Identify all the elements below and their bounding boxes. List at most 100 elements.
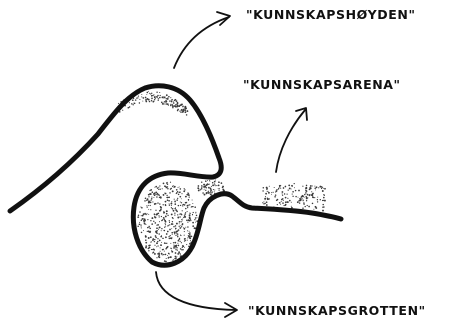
stipple-dot <box>167 215 168 216</box>
stipple-dot <box>176 223 178 225</box>
stipple-dot <box>148 230 150 232</box>
stipple-dot <box>156 203 157 204</box>
stipple-dot <box>156 227 158 229</box>
stipple-dot <box>158 252 160 254</box>
stipple-dot <box>317 199 318 200</box>
stipple-dot <box>141 232 143 234</box>
stipple-dot <box>184 188 185 189</box>
stipple-dot <box>308 206 310 208</box>
stipple-dot <box>150 220 151 221</box>
stipple-dot <box>187 230 188 231</box>
stipple-dot <box>322 210 324 212</box>
stipple-dot <box>289 200 291 202</box>
stipple-dot <box>172 234 173 235</box>
stipple-dot <box>141 226 142 227</box>
stipple-dot <box>192 200 193 201</box>
stipple-dot <box>172 190 174 192</box>
stipple-dot <box>158 229 159 230</box>
stipple-dot <box>174 203 176 205</box>
stipple-dot <box>159 188 160 189</box>
stipple-dot <box>195 217 197 219</box>
stipple-dot <box>172 106 173 107</box>
stipple-dot <box>135 99 136 100</box>
stipple-dot <box>148 237 150 239</box>
stipple-dot <box>177 198 178 199</box>
stipple-dot <box>314 188 316 190</box>
stipple-dot <box>306 190 308 192</box>
stipple-dot <box>148 248 149 249</box>
stipple-dot <box>320 199 321 200</box>
stipple-dot <box>292 191 294 193</box>
stipple-dot <box>204 194 206 196</box>
stipple-dot <box>146 98 148 100</box>
stipple-dot <box>166 101 168 103</box>
stipple-dot <box>164 96 166 98</box>
stipple-dot <box>180 188 182 190</box>
stipple-dot <box>170 256 172 258</box>
stipple-dot <box>197 187 199 189</box>
stipple-dot <box>159 197 160 198</box>
stipple-dot <box>175 207 176 208</box>
stipple-dot <box>266 204 268 206</box>
stipple-dot <box>167 183 168 184</box>
stipple-dot <box>184 231 185 232</box>
stipple-dot <box>186 219 188 221</box>
stipple-dot <box>175 249 176 250</box>
stipple-dot <box>176 256 177 257</box>
stipple-dot <box>156 196 158 198</box>
stipple-dot <box>164 227 165 228</box>
stipple-dot <box>149 101 151 103</box>
stipple-dot <box>157 245 158 246</box>
stipple-dot <box>208 192 209 193</box>
stipple-dot <box>306 200 307 201</box>
stipple-dot <box>168 236 169 237</box>
stipple-dot <box>180 201 181 202</box>
stipple-dot <box>277 199 279 201</box>
stipple-dot <box>263 187 265 189</box>
stipple-dot <box>192 203 193 204</box>
stipple-dot <box>177 214 178 215</box>
stipple-dot <box>211 186 212 187</box>
stipple-dot <box>176 193 177 194</box>
stipple-dot <box>163 183 165 185</box>
stipple-dot <box>163 254 164 255</box>
stipple-dot <box>302 195 304 197</box>
stipple-dot <box>299 199 301 201</box>
stipple-dot <box>184 235 185 236</box>
stipple-dot <box>201 185 202 186</box>
stipple-dot <box>188 199 189 200</box>
stipple-dot <box>214 181 216 183</box>
stipple-dot <box>145 99 147 101</box>
stipple-dot <box>167 255 168 256</box>
stipple-dot <box>158 233 160 235</box>
stipple-dot <box>166 195 167 196</box>
stipple-dot <box>156 257 157 258</box>
stipple-dot <box>176 199 178 201</box>
stipple-dot <box>178 229 180 231</box>
stipple-dot <box>180 225 181 226</box>
stipple-dot <box>322 204 323 205</box>
stipple-dot <box>149 244 151 246</box>
stipple-dot <box>148 209 149 210</box>
stipple-dot <box>287 194 288 195</box>
stipple-dot <box>141 215 142 216</box>
stipple-dot <box>162 96 164 98</box>
stipple-dot <box>266 187 268 189</box>
stipple-dot <box>143 220 144 221</box>
stipple-dot <box>146 205 147 206</box>
stipple-dot <box>162 249 163 250</box>
stipple-dot <box>157 241 158 242</box>
stipple-dot <box>182 245 184 247</box>
stipple-dot <box>291 206 292 207</box>
stipple-dot <box>147 227 148 228</box>
stipple-dot <box>284 193 285 194</box>
stipple-dot <box>161 101 163 103</box>
stipple-dot <box>198 190 200 192</box>
stipple-dot <box>304 197 305 198</box>
stipple-dot <box>169 229 171 231</box>
stipple-dot <box>156 233 157 234</box>
stipple-dot <box>210 188 212 190</box>
stipple-dot <box>263 201 264 202</box>
stipple-dot <box>305 206 306 207</box>
stipple-dot <box>134 103 135 104</box>
